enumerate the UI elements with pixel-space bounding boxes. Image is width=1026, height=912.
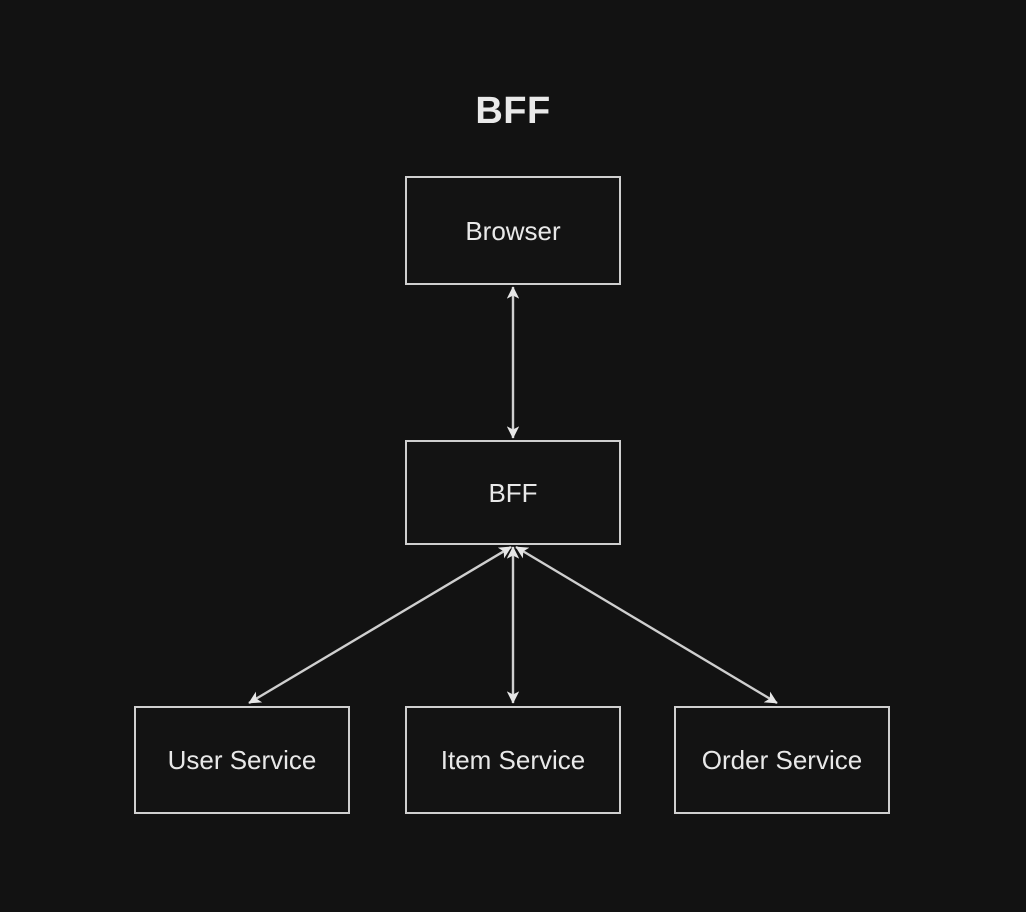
node-user-service[interactable]: User Service <box>134 706 350 814</box>
node-order-service[interactable]: Order Service <box>674 706 890 814</box>
node-browser[interactable]: Browser <box>405 176 621 285</box>
node-bff[interactable]: BFF <box>405 440 621 545</box>
node-item-service-label: Item Service <box>440 745 586 775</box>
node-user-service-label: User Service <box>167 745 317 775</box>
node-browser-label: Browser <box>465 215 561 246</box>
node-order-service-label: Order Service <box>701 745 863 775</box>
node-bff-label: BFF <box>488 477 538 508</box>
diagram-title: BFF <box>475 90 551 132</box>
edge-bff-order-service <box>515 545 778 705</box>
edge-bff-user-service <box>248 545 512 705</box>
node-item-service[interactable]: Item Service <box>405 706 621 814</box>
